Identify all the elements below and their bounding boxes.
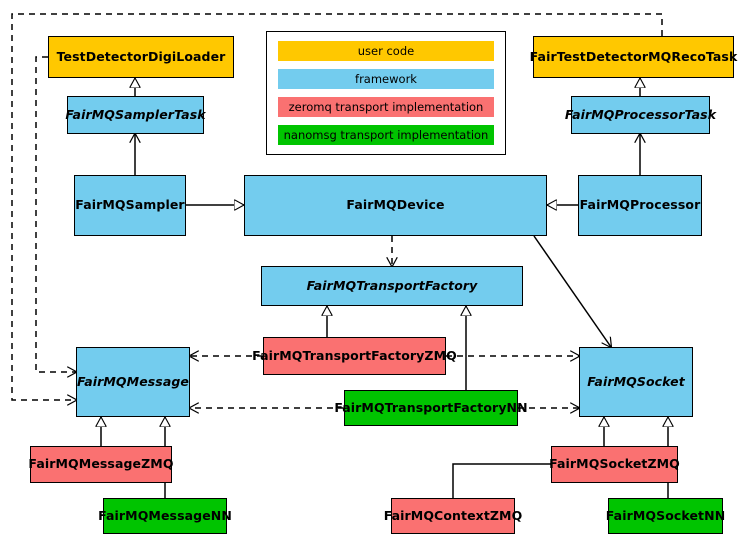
class-node-FairTestDetectorMQRecoTask[interactable]: FairTestDetectorMQRecoTask (530, 36, 737, 78)
class-node-FairMQTransportFactoryZMQ[interactable]: FairMQTransportFactoryZMQ (252, 337, 457, 375)
class-node-FairMQMessage[interactable]: FairMQMessage (76, 347, 190, 417)
edge-recotask-to-message (11, 13, 663, 400)
legend-label-framework: framework (355, 72, 417, 86)
class-node-FairMQTransportFactoryNN[interactable]: FairMQTransportFactoryNN (334, 390, 528, 426)
class-node-FairMQSampler[interactable]: FairMQSampler (74, 175, 186, 236)
legend-item-framework: framework (278, 69, 494, 89)
legend-item-zeromq: zeromq transport implementation (278, 97, 494, 117)
class-node-FairMQSocket[interactable]: FairMQSocket (579, 347, 693, 417)
class-node-FairMQProcessor[interactable]: FairMQProcessor (578, 175, 702, 236)
class-node-FairMQSocketNN[interactable]: FairMQSocketNN (606, 498, 725, 534)
edge-contextzmq-to-socketzmq (452, 464, 551, 498)
legend-label-nanomsg: nanomsg transport implementation (283, 128, 489, 142)
edge-digiloader-to-message (35, 56, 76, 372)
class-node-FairMQDevice[interactable]: FairMQDevice (244, 175, 547, 236)
legend-item-user-code: user code (278, 41, 494, 61)
class-node-FairMQMessageZMQ[interactable]: FairMQMessageZMQ (28, 446, 173, 483)
class-node-FairMQTransportFactory[interactable]: FairMQTransportFactory (261, 266, 523, 306)
class-node-FairMQSocketZMQ[interactable]: FairMQSocketZMQ (549, 446, 680, 483)
legend-item-nanomsg: nanomsg transport implementation (278, 125, 494, 145)
class-node-FairMQProcessorTask[interactable]: FairMQProcessorTask (565, 96, 716, 134)
class-node-FairMQContextZMQ[interactable]: FairMQContextZMQ (384, 498, 522, 534)
class-node-TestDetectorDigiLoader[interactable]: TestDetectorDigiLoader (48, 36, 234, 78)
legend: user code framework zeromq transport imp… (266, 31, 506, 155)
legend-label-zeromq: zeromq transport implementation (288, 100, 484, 114)
class-node-FairMQMessageNN[interactable]: FairMQMessageNN (98, 498, 232, 534)
legend-label-user-code: user code (357, 44, 415, 58)
class-node-FairMQSamplerTask[interactable]: FairMQSamplerTask (65, 96, 206, 134)
edge-device-to-socket (533, 235, 611, 347)
